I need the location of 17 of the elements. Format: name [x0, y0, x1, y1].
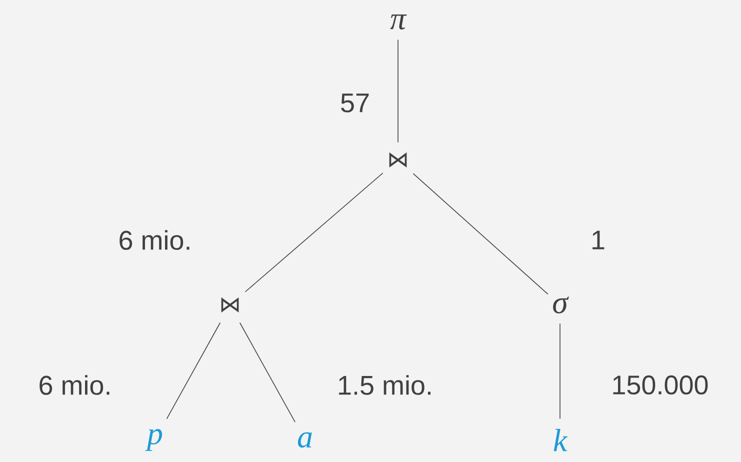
tree-edge — [244, 172, 384, 292]
relation-name: a — [298, 432, 312, 448]
edge-label: 6 mio. — [120, 230, 190, 250]
relation-name: k — [554, 428, 568, 452]
tree-edge — [412, 173, 548, 295]
operator-symbol: σ — [553, 296, 569, 314]
join-symbol: ⋈ — [221, 297, 239, 313]
join-symbol: ⋈ — [389, 152, 407, 168]
edge-label: 6 mio. — [40, 375, 110, 395]
operator-symbol: π — [390, 14, 407, 30]
edge-label: 57 — [341, 94, 369, 112]
tree-edge — [166, 322, 221, 420]
edge-label: 1 — [592, 230, 604, 250]
relation-name: p — [145, 429, 162, 451]
edge-label: 150.000 — [613, 375, 708, 395]
tree-edge — [239, 322, 296, 422]
edge-label: 1.5 mio. — [339, 375, 431, 395]
